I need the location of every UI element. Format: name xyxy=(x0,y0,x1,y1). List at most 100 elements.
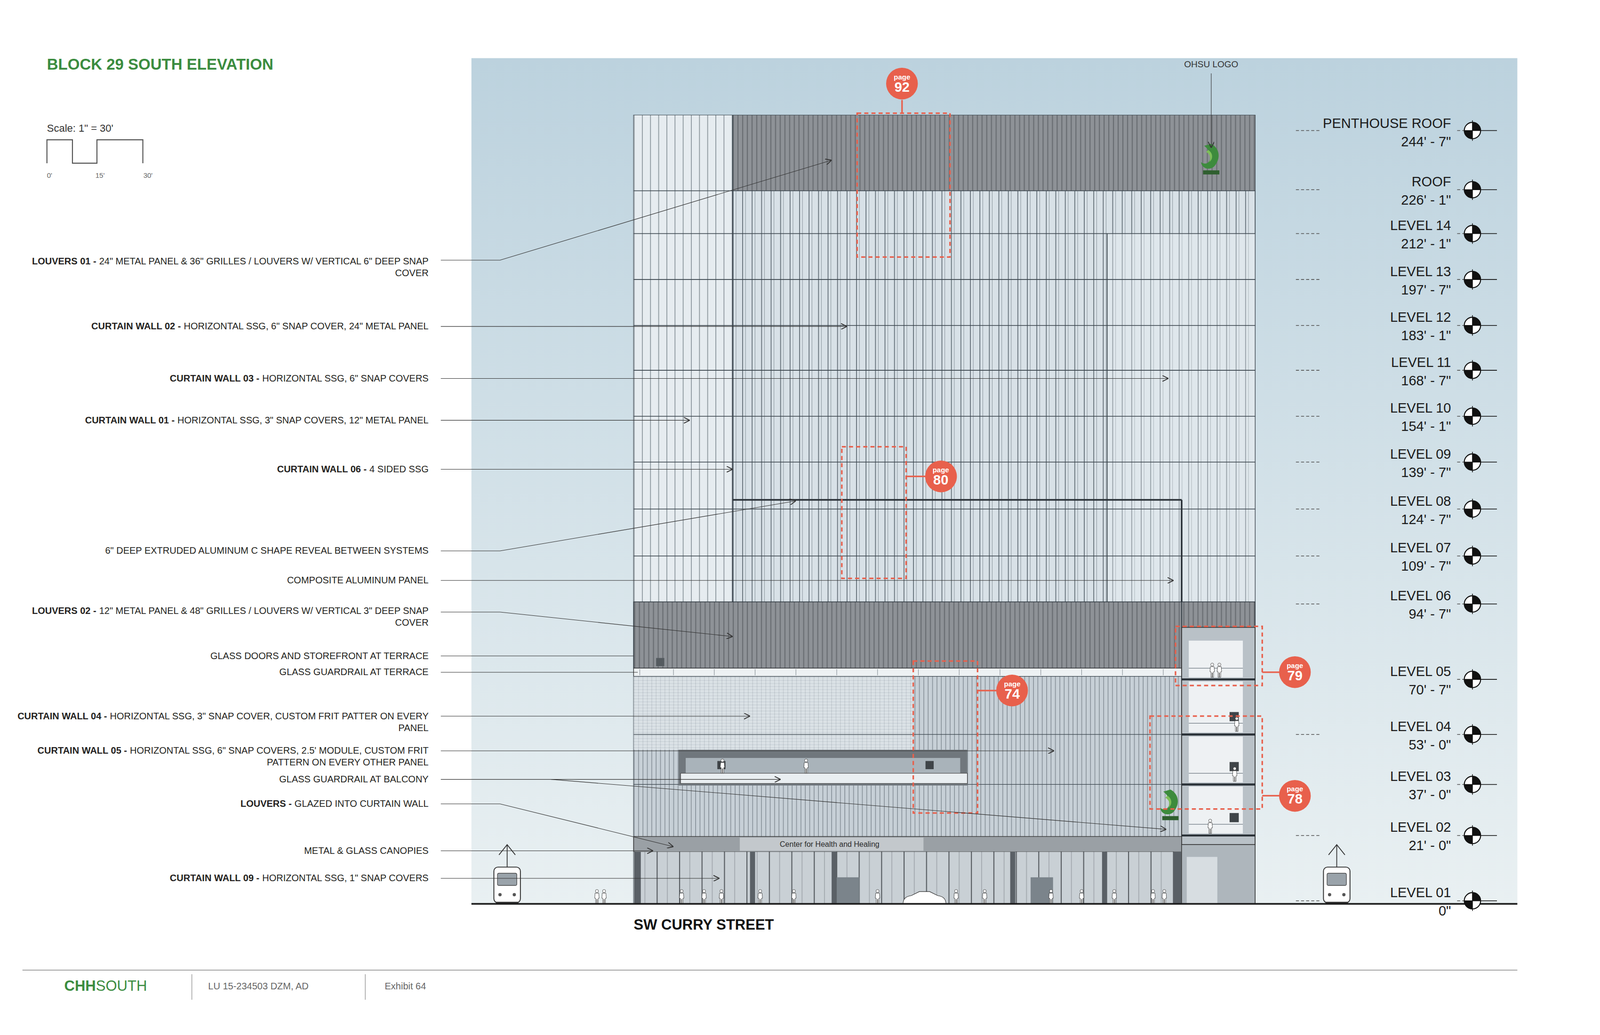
people-figures xyxy=(1232,767,1238,782)
building-facade xyxy=(633,676,1182,846)
sky-background xyxy=(471,58,1518,905)
project-logo: CHH xyxy=(64,977,96,995)
level-elevation: 37' - 0" xyxy=(1408,787,1451,803)
level-name-group: LEVEL 06 xyxy=(1390,587,1452,605)
material-callout-group: 6" DEEP EXTRUDED ALUMINUM C SHAPE REVEAL… xyxy=(14,544,429,557)
level-line xyxy=(1296,555,1465,557)
street-name-group: SW CURRY STREET xyxy=(633,916,775,935)
level-elevation-group: 183' - 1" xyxy=(1400,327,1451,344)
leader-line xyxy=(440,580,1174,581)
logo-callout-group: OHSU LOGO xyxy=(1184,58,1239,71)
level-name: LEVEL 07 xyxy=(1390,540,1452,556)
detail-frame xyxy=(856,113,950,258)
streetcar-figure xyxy=(493,844,520,904)
building-facade xyxy=(836,877,860,904)
level-marker xyxy=(1464,593,1497,615)
level-elevation-group: 139' - 7" xyxy=(1400,464,1451,481)
logo-callout: OHSU LOGO xyxy=(1184,59,1239,70)
people-figures xyxy=(1048,889,1054,904)
level-marker xyxy=(1464,724,1497,745)
material-callout: HORIZONTAL SSG, 3" SNAP COVERS, 12" META… xyxy=(177,415,429,426)
level-name-group: LEVEL 07 xyxy=(1390,539,1452,557)
material-callout: LOUVERS 01 - xyxy=(32,256,97,267)
people-figures xyxy=(953,889,959,904)
material-callout: 24" METAL PANEL & 36" GRILLES / LOUVERS … xyxy=(99,256,429,279)
level-marker xyxy=(1464,498,1497,520)
callout-prefix: page xyxy=(932,466,950,474)
level-elevation-group: 212' - 1" xyxy=(1400,235,1451,253)
detail-frame xyxy=(913,661,978,814)
material-callout: CURTAIN WALL 04 - xyxy=(17,711,107,722)
level-marker xyxy=(1464,669,1497,690)
scale-tick: 30' xyxy=(143,171,153,180)
people-figures xyxy=(594,663,1240,904)
people-figures xyxy=(1208,819,1213,834)
people-figures xyxy=(701,889,707,904)
material-callout-group: GLASS DOORS AND STOREFRONT AT TERRACE xyxy=(14,650,429,663)
building-facade xyxy=(685,758,960,774)
material-callout: COMPOSITE ALUMINUM PANEL xyxy=(287,575,429,586)
level-name: LEVEL 11 xyxy=(1391,354,1451,370)
level-line xyxy=(1296,900,1465,902)
level-line xyxy=(1456,784,1464,786)
callout-number: 80 xyxy=(933,473,949,488)
material-callout: LOUVERS - xyxy=(240,798,292,809)
file-number: LU 15-234503 DZM, AD xyxy=(208,981,309,992)
building-facade xyxy=(1229,813,1240,823)
level-name-group: LEVEL 09 xyxy=(1390,445,1452,463)
level-elevation-group: 197' - 7" xyxy=(1400,281,1451,299)
building-facade xyxy=(680,773,968,784)
level-name: LEVEL 08 xyxy=(1390,493,1452,509)
building-facade xyxy=(633,601,1256,669)
material-callout-group: COMPOSITE ALUMINUM PANEL xyxy=(14,574,429,587)
level-name: PENTHOUSE ROOF xyxy=(1322,115,1451,131)
material-callout-group: CURTAIN WALL 03 -HORIZONTAL SSG, 6" SNAP… xyxy=(14,372,429,385)
callout-circle xyxy=(1279,780,1311,812)
level-elevation-group: 226' - 1" xyxy=(1400,191,1451,209)
level-marker xyxy=(1464,315,1497,336)
level-name-group: LEVEL 03 xyxy=(1390,768,1452,785)
level-elevation: 21' - 0" xyxy=(1408,838,1451,854)
level-name: LEVEL 10 xyxy=(1390,400,1452,416)
level-line xyxy=(1296,603,1465,605)
level-elevation: 154' - 1" xyxy=(1400,418,1451,434)
building-facade xyxy=(750,852,756,905)
leader-line xyxy=(440,716,751,717)
level-marker xyxy=(1464,120,1497,141)
building-facade xyxy=(678,750,968,786)
detail-frame xyxy=(1175,626,1263,686)
level-elevation-group: 21' - 0" xyxy=(1408,837,1451,855)
leader-line xyxy=(440,378,1169,379)
scale-tick-group: 30' xyxy=(143,171,153,181)
level-name: ROOF xyxy=(1411,174,1452,190)
material-callout: GLASS GUARDRAIL AT TERRACE xyxy=(279,666,429,678)
building-facade xyxy=(732,115,1108,602)
leader-line xyxy=(440,73,1212,879)
level-elevation: 124' - 7" xyxy=(1400,512,1451,528)
material-callout-group: CURTAIN WALL 05 -HORIZONTAL SSG, 6" SNAP… xyxy=(14,744,429,769)
callout-prefix: page xyxy=(893,73,911,81)
leader-line xyxy=(440,420,690,421)
leader-line xyxy=(440,672,638,673)
page-callout: page92 xyxy=(885,67,919,100)
signage-text-group: Center for Health and Healing xyxy=(779,840,880,850)
level-elevation-group: 244' - 7" xyxy=(1400,133,1451,151)
car-figure xyxy=(903,891,946,904)
file-number-group: LU 15-234503 DZM, AD xyxy=(208,980,309,993)
level-elevation: 197' - 7" xyxy=(1400,282,1451,298)
leader-line xyxy=(440,501,797,552)
building-facade xyxy=(1188,640,1243,678)
building-facade xyxy=(1181,844,1256,904)
detail-frame xyxy=(1150,716,1263,809)
level-marker xyxy=(1464,179,1497,200)
people-figures xyxy=(982,889,988,904)
callout-number: 74 xyxy=(1004,687,1020,702)
people-figures xyxy=(1234,717,1240,732)
level-elevation: 0" xyxy=(1438,903,1451,919)
level-elevation-group: 94' - 7" xyxy=(1408,605,1451,623)
ohsu-logo xyxy=(1160,144,1220,821)
level-line xyxy=(1296,462,1465,464)
detail-frame xyxy=(841,447,907,579)
material-callout: HORIZONTAL SSG, 6" SNAP COVER, 24" METAL… xyxy=(183,320,429,332)
building-facade xyxy=(633,836,1182,853)
